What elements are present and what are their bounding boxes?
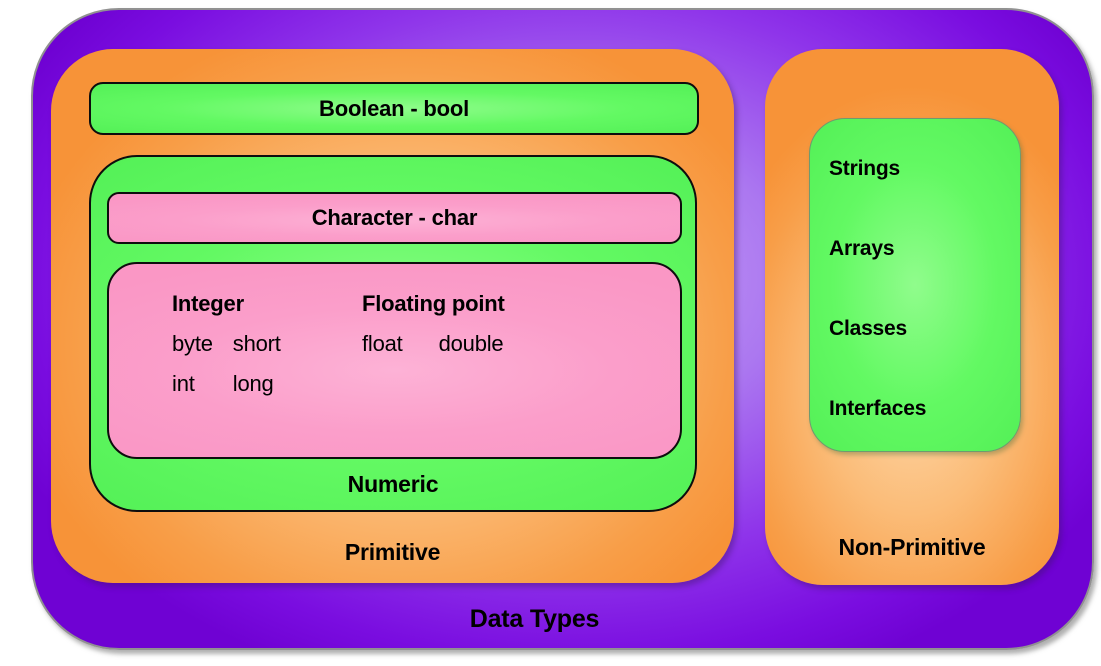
character-label: Character - char [311,205,478,230]
type-word-double: double [438,331,504,356]
primitive-label: Primitive [344,539,441,565]
non-primitive-container: Strings Arrays Classes Interfaces Non-Pr… [765,49,1059,585]
type-word-byte: byte [172,331,213,356]
np-item-strings: Strings [829,157,900,180]
boolean-box: Boolean - bool [89,82,699,135]
number-kinds-box: Integer byte short int long Floating poi… [107,262,682,459]
np-item-interfaces: Interfaces [829,397,927,420]
type-word-float: float [362,331,403,356]
floating-group: Floating point float double [362,284,505,457]
integer-group: Integer byte short int long [172,284,362,457]
data-types-container: Boolean - bool Character - char Integer … [31,8,1094,650]
primitive-container: Boolean - bool Character - char Integer … [51,49,734,583]
integer-words: byte short int long [172,324,362,404]
non-primitive-box: Strings Arrays Classes Interfaces [809,118,1021,452]
type-word-short: short [232,331,281,356]
numeric-label: Numeric [347,471,439,497]
non-primitive-label: Non-Primitive [838,534,986,560]
np-item-arrays: Arrays [829,237,895,260]
floating-heading: Floating point [362,291,505,316]
type-word-int: int [172,371,195,396]
floating-words: float double [362,324,505,364]
integer-heading: Integer [172,291,244,316]
character-box: Character - char [107,192,682,244]
np-item-classes: Classes [829,317,907,340]
boolean-label: Boolean - bool [319,95,469,121]
data-types-label: Data Types [469,605,600,633]
type-word-long: long [232,371,274,396]
numeric-box: Character - char Integer byte short int … [89,155,697,512]
